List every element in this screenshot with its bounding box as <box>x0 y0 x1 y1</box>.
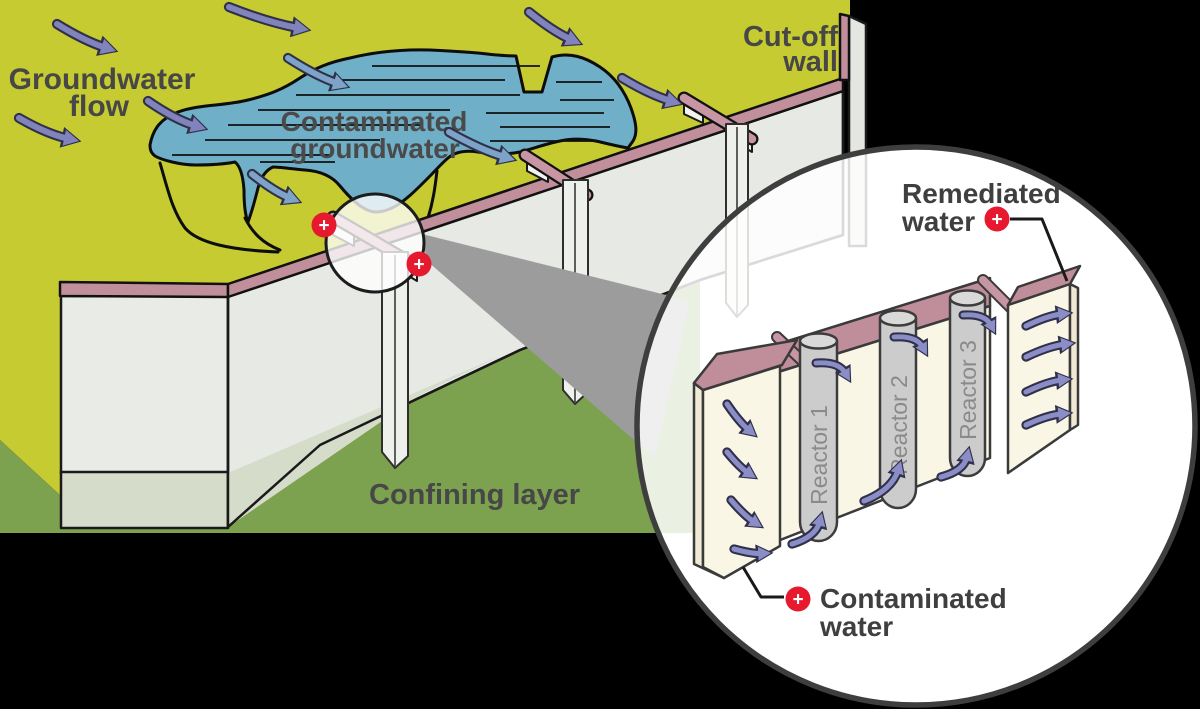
wall-left-face-lower <box>59 470 230 530</box>
plus-glyph: + <box>792 590 803 611</box>
flow-arrow-icon <box>142 95 209 135</box>
wall-top-band-left <box>58 280 230 299</box>
inset-badges: ++ <box>785 206 1010 612</box>
cutoff-wall-line2: wall <box>782 46 838 78</box>
plus-badge-icon: + <box>406 251 432 277</box>
flow-arrow-icon <box>1021 405 1074 430</box>
cutoff-wall-line1: Cut-off <box>743 21 838 53</box>
reactor-2-label: Reactor 2 <box>886 375 912 475</box>
flow-arrow-icon <box>726 495 765 529</box>
contaminated-groundwater-line1: Contaminated <box>281 106 468 137</box>
groundwater-flow-arrows <box>13 1 684 206</box>
flow-arrow-icon <box>787 510 828 549</box>
wall-left-face-upper <box>59 294 230 475</box>
confining-layer-face <box>0 280 700 533</box>
plus-glyph: + <box>318 216 329 237</box>
inset-downstream-panel-end <box>1068 282 1080 432</box>
flow-arrow-icon <box>523 6 584 47</box>
flow-arrow-icon <box>859 458 906 506</box>
flow-arrow-icon <box>958 310 997 336</box>
contaminated-groundwater-line2: groundwater <box>290 133 460 164</box>
flow-arrow-icon <box>443 126 518 166</box>
inset-gate-detail: Reactor 1 Reactor 2 Reactor 3 Remediated… <box>692 178 1082 642</box>
flow-arrow-icon <box>1021 305 1074 331</box>
plume-ripples <box>172 65 614 163</box>
plus-badge-icon: + <box>785 586 811 612</box>
reactor-1-cylinder <box>798 332 839 543</box>
cutoff-corner-pink-edge <box>838 12 851 82</box>
remediated-water-line2: water <box>901 206 975 237</box>
confining-layer-label: Confining layer <box>369 479 580 511</box>
flow-arrow-icon <box>722 399 758 438</box>
flow-arrow-icon <box>729 544 774 564</box>
flow-arrow-icon <box>889 332 929 358</box>
reactor-1-label: Reactor 1 <box>806 405 832 505</box>
flow-arrow-icon <box>1021 335 1077 362</box>
plus-glyph: + <box>991 210 1002 231</box>
contaminated-water-leader <box>741 566 784 599</box>
flow-arrow-icon <box>223 1 312 38</box>
plus-badge-icon: + <box>311 212 337 238</box>
flow-arrow-icon <box>1021 371 1074 397</box>
flow-arrow-icon <box>722 447 759 480</box>
flow-arrow-icon <box>936 445 975 482</box>
plus-glyph: + <box>413 255 424 276</box>
contaminated-water-line1: Contaminated <box>820 583 1007 614</box>
inset-downstream-panel-top <box>1006 264 1082 307</box>
plus-badge-icon: + <box>984 206 1010 232</box>
flow-arrow-icon <box>51 18 119 56</box>
reactor-3-label: Reactor 3 <box>955 340 981 440</box>
reactor-3-cylinder <box>948 289 987 478</box>
flow-arrow-icon <box>246 168 303 206</box>
flow-arrow-icon <box>282 52 351 92</box>
magnifier-circle <box>324 192 426 294</box>
flow-arrow-icon <box>616 72 684 110</box>
inset-upstream-panel-top <box>692 338 799 392</box>
flow-arrow-icon <box>13 112 82 148</box>
zoom-cone <box>422 234 690 458</box>
remediated-water-line1: Remediated <box>902 178 1061 209</box>
flow-arrow-icon <box>811 358 852 384</box>
groundwater-flow-line1: Groundwater <box>9 63 196 96</box>
inset-circle-rim <box>634 144 1198 708</box>
remediated-water-leader <box>1010 217 1069 282</box>
plume-trail-lines <box>158 161 439 254</box>
gate-badges: ++ <box>311 212 432 277</box>
groundwater-flow-line2: flow <box>69 90 130 123</box>
inset-flow-arrows <box>722 305 1077 564</box>
contaminated-water-line2: water <box>819 611 893 642</box>
